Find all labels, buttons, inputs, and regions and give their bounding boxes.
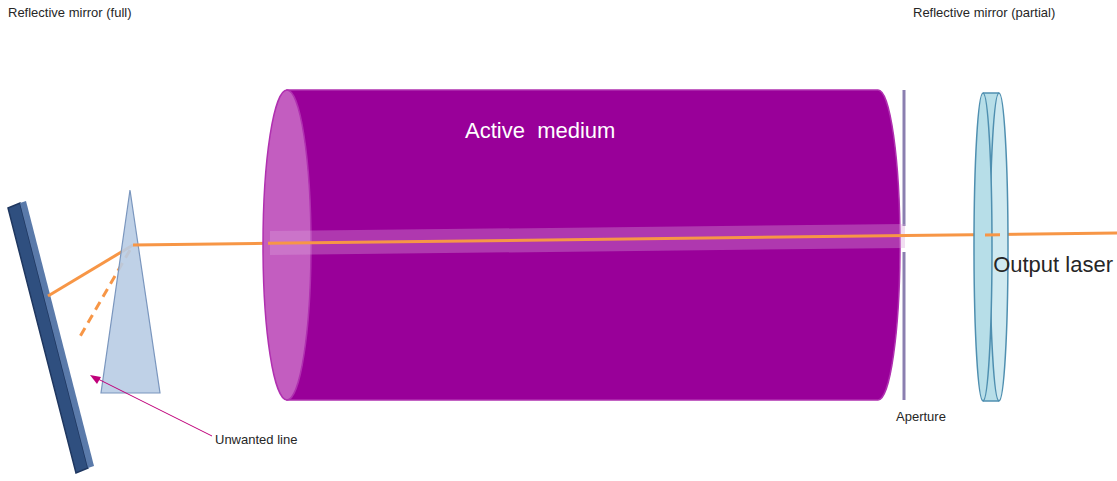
laser-beam xyxy=(133,243,270,245)
active-medium: Active medium xyxy=(262,88,912,404)
output-label: Output laser xyxy=(993,252,1113,277)
medium-label: Active medium xyxy=(465,118,615,144)
laser-beam xyxy=(905,233,1117,236)
aperture-label: Aperture xyxy=(896,410,946,425)
callout-label: Unwanted line xyxy=(215,433,297,448)
laser-beam xyxy=(985,233,1000,236)
laser-beam xyxy=(268,236,907,244)
prism xyxy=(101,190,160,393)
leader-arrowhead xyxy=(90,375,101,384)
leader-line xyxy=(94,377,212,436)
aperture-plate xyxy=(903,252,906,400)
mirror-label: Reflective mirror (partial) xyxy=(913,6,1055,21)
aperture-plate xyxy=(903,90,906,226)
mirror-label: Reflective mirror (full) xyxy=(8,6,132,21)
partial-mirror xyxy=(974,93,1008,401)
full-mirror xyxy=(8,201,94,473)
